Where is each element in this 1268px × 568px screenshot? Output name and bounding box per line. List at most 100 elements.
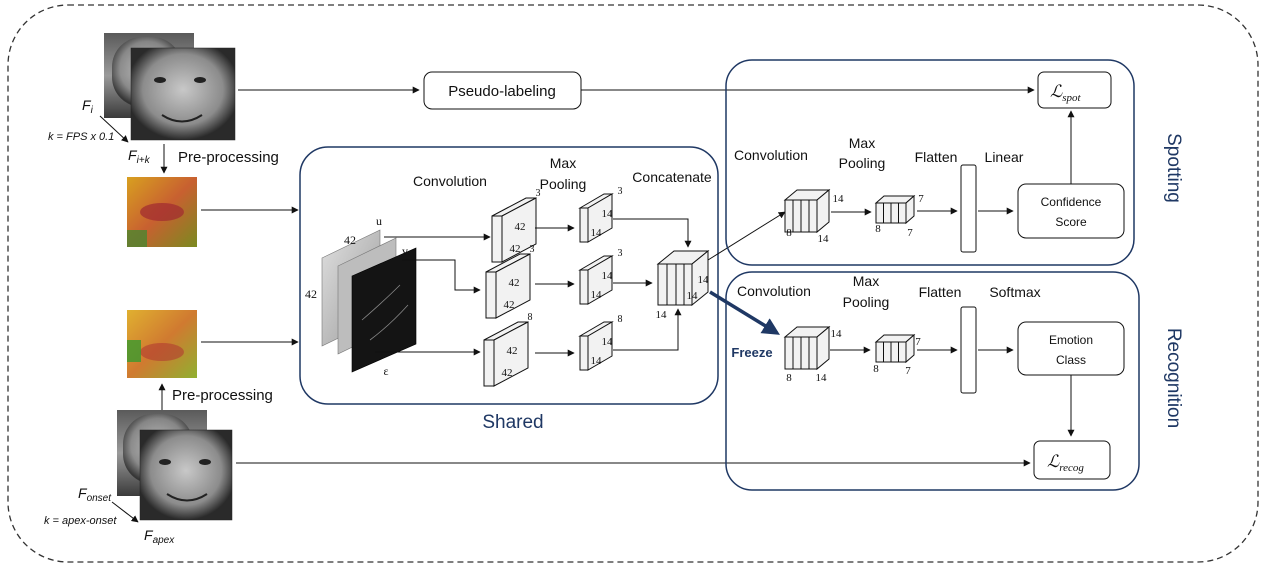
- conv-width-label: 42: [510, 243, 521, 255]
- conv-height-label: 42: [515, 221, 526, 233]
- emotion-class-label-1: Emotion: [1049, 333, 1093, 347]
- spotting-maxpool-label-2: Pooling: [839, 155, 886, 171]
- onset-label: Fonset: [78, 485, 112, 504]
- recognition-pool-block: [874, 333, 916, 364]
- spot-pool-h: 7: [918, 193, 924, 205]
- stack-v-label: v: [402, 244, 408, 258]
- recognition-conv-block: [783, 325, 831, 371]
- recognition-conv-cuboid: [783, 325, 831, 371]
- spot-pool-c: 8: [875, 223, 881, 235]
- spot-conv-h: 14: [833, 193, 845, 205]
- stack-width-label: 42: [305, 287, 317, 301]
- shared-conv-block: 3 42 42: [491, 188, 541, 263]
- recognition-head-label: Softmax: [989, 284, 1040, 300]
- confidence-score-label-2: Score: [1055, 215, 1087, 229]
- frame-a-label: Fi: [82, 97, 94, 116]
- rec-conv-h: 14: [831, 328, 843, 340]
- pool-height-label: 14: [602, 270, 614, 282]
- pool-height-label: 14: [602, 336, 614, 348]
- preprocess-label-bottom: Pre-processing: [172, 387, 273, 404]
- preprocess-label-top: Pre-processing: [178, 149, 279, 166]
- spotting-conv-block: [783, 188, 831, 234]
- conv-height-label: 42: [507, 345, 518, 357]
- conv-channels-label: 3: [530, 244, 535, 255]
- shared-pool-blocks: 3 14 14 3 14 14 8 14 14: [578, 186, 623, 371]
- k-rule-bottom: k = apex-onset: [44, 515, 117, 527]
- pool-channels-label: 8: [618, 314, 623, 325]
- shared-panel: [299, 146, 719, 405]
- rec-conv-c: 8: [786, 372, 792, 384]
- freeze-label: Freeze: [731, 345, 772, 360]
- spotting-title: Spotting: [1163, 133, 1184, 203]
- shared-conv-block: 8 42 42: [483, 312, 533, 387]
- concat-width-label: 14: [687, 290, 699, 302]
- stack-epsilon-label: ε: [383, 364, 388, 378]
- conv-channels-label: 8: [528, 312, 533, 323]
- recognition-pool-cuboid: [874, 333, 916, 364]
- pool-width-label: 14: [591, 227, 603, 239]
- conv-height-label: 42: [509, 277, 520, 289]
- concat-depth-label: 14: [698, 274, 710, 286]
- shared-concatenate-label: Concatenate: [632, 169, 712, 185]
- pool-height-label: 14: [602, 208, 614, 220]
- pool-width-label: 14: [591, 355, 603, 367]
- recog-loss-box: [1033, 440, 1111, 480]
- pool-width-label: 14: [591, 289, 603, 301]
- recognition-panel: [725, 271, 1140, 491]
- spot-conv-c: 8: [786, 227, 792, 239]
- concat-height-label: 14: [656, 309, 668, 321]
- conv-width-label: 42: [502, 367, 513, 379]
- frame-b-label: Fi+k: [128, 147, 151, 166]
- concat-block: [656, 249, 710, 307]
- shared-convolution-label: Convolution: [413, 173, 487, 189]
- pool-channels-label: 3: [618, 248, 623, 259]
- spotting-flatten-label: Flatten: [915, 149, 958, 165]
- recognition-flatten-bar: [960, 306, 977, 394]
- shared-maxpool-label-1: Max: [550, 155, 576, 171]
- spotting-conv-cuboid: [783, 188, 831, 234]
- shared-conv-block: 3 42 42: [485, 244, 535, 319]
- pseudo-labeling-label: Pseudo-labeling: [448, 83, 556, 100]
- shared-maxpool-label-2: Pooling: [540, 176, 587, 192]
- spotting-pool-block: [874, 194, 916, 225]
- stack-height-label: 42: [344, 233, 356, 247]
- recognition-flatten-label: Flatten: [919, 284, 962, 300]
- rec-pool-h: 7: [915, 336, 921, 348]
- emotion-class-label-2: Class: [1056, 353, 1086, 367]
- conv-channels-label: 3: [536, 188, 541, 199]
- shared-pool-block: 8 14 14: [578, 314, 623, 371]
- stack-u-label: u: [376, 214, 382, 228]
- conv-width-label: 42: [504, 299, 515, 311]
- frame-image-front: [139, 429, 233, 521]
- recognition-convolution-label: Convolution: [737, 283, 811, 299]
- spotting-pool-cuboid: [874, 194, 916, 225]
- shared-pool-block: 3 14 14: [578, 186, 623, 243]
- freeze-arrow: [709, 290, 780, 335]
- frame-image-front: [130, 47, 236, 141]
- shared-title: Shared: [482, 412, 543, 433]
- emotion-class-box: [1017, 321, 1125, 376]
- spotting-flatten-bar: [960, 164, 977, 253]
- k-rule-top: k = FPS x 0.1: [48, 131, 114, 143]
- confidence-score-box: [1017, 183, 1125, 239]
- confidence-score-label-1: Confidence: [1041, 195, 1102, 209]
- bottom-input-frames: [117, 410, 233, 521]
- shared-conv-blocks: 3 42 42 3 42 42 8 42 42: [483, 188, 541, 387]
- spot-conv-w: 14: [818, 233, 830, 245]
- shared-pool-block: 3 14 14: [578, 248, 623, 305]
- spot-loss-box: [1037, 71, 1112, 109]
- spotting-head-label: Linear: [985, 149, 1024, 165]
- pool-channels-label: 3: [618, 186, 623, 197]
- top-input-frames: [104, 33, 236, 141]
- spot-pool-w: 7: [907, 227, 913, 239]
- apex-label: Fapex: [144, 527, 175, 546]
- rec-pool-w: 7: [905, 365, 911, 377]
- flow-input-stack: [321, 229, 417, 373]
- spotting-panel: [725, 59, 1135, 266]
- recognition-maxpool-label-1: Max: [853, 273, 879, 289]
- recognition-title: Recognition: [1163, 328, 1184, 428]
- recognition-maxpool-label-2: Pooling: [843, 294, 890, 310]
- spotting-maxpool-label-1: Max: [849, 135, 875, 151]
- spotting-convolution-label: Convolution: [734, 147, 808, 163]
